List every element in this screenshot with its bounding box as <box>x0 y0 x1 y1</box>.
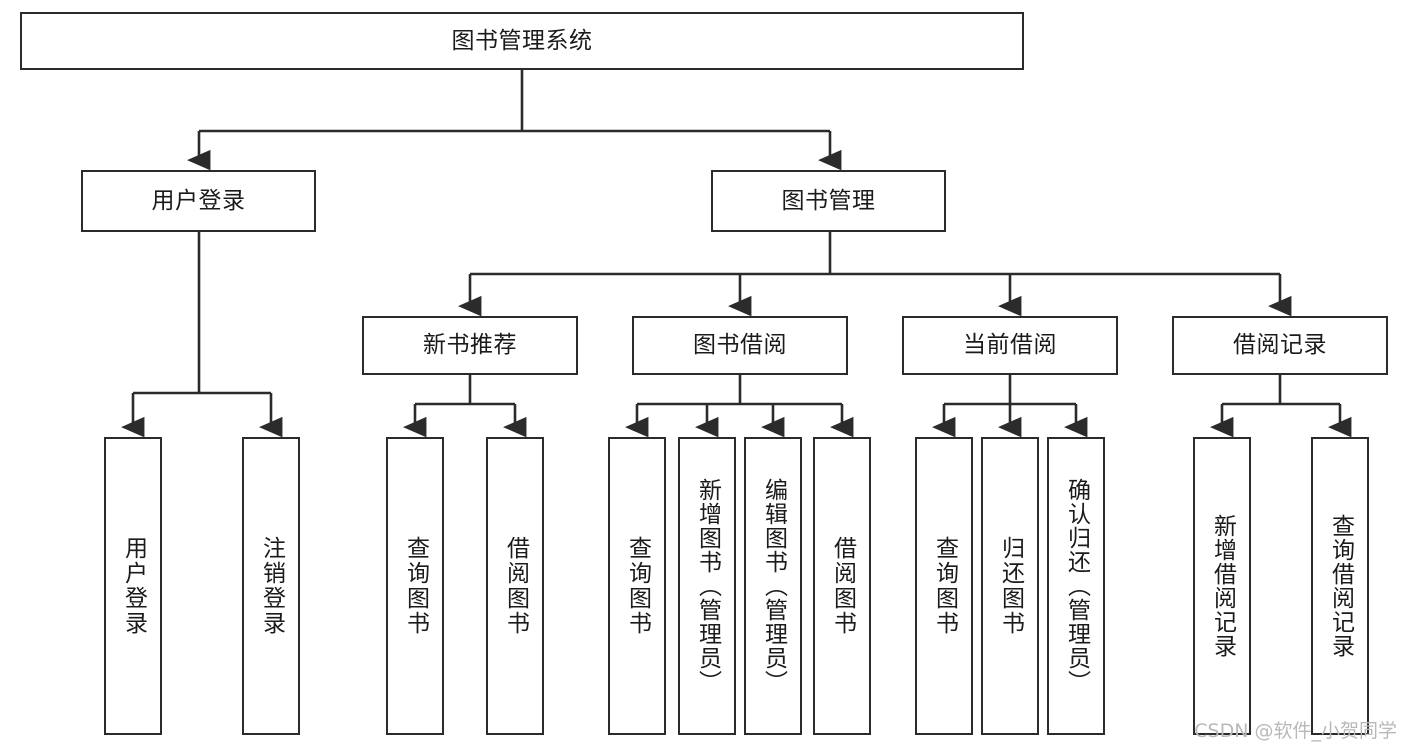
node-leaf-edit-book-label: 编辑图书（管理员） <box>760 478 787 694</box>
node-book-borrow-label: 图书借阅 <box>693 332 787 359</box>
node-borrow-record-label: 借阅记录 <box>1233 332 1327 359</box>
node-borrow-record[interactable]: 借阅记录 <box>1172 316 1388 375</box>
node-leaf-add-book-label: 新增图书（管理员） <box>694 478 721 694</box>
node-leaf-borrow-book-2[interactable]: 借阅图书 <box>813 437 871 735</box>
node-current-borrow[interactable]: 当前借阅 <box>902 316 1118 375</box>
node-root[interactable]: 图书管理系统 <box>20 12 1024 70</box>
node-leaf-query-book-2-label: 查询图书 <box>624 536 651 636</box>
node-leaf-query-book-1-label: 查询图书 <box>402 536 429 636</box>
node-user-login[interactable]: 用户登录 <box>81 170 316 232</box>
node-leaf-confirm-return-label: 确认归还（管理员） <box>1063 478 1090 694</box>
node-leaf-query-book-1[interactable]: 查询图书 <box>386 437 444 735</box>
node-leaf-user-login-label: 用户登录 <box>120 536 147 636</box>
node-leaf-query-book-3-label: 查询图书 <box>931 536 958 636</box>
node-leaf-borrow-book-2-label: 借阅图书 <box>829 536 856 636</box>
node-leaf-confirm-return[interactable]: 确认归还（管理员） <box>1047 437 1105 735</box>
node-new-book-rec-label: 新书推荐 <box>423 332 517 359</box>
node-leaf-query-record-label: 查询借阅记录 <box>1327 514 1354 658</box>
node-book-borrow[interactable]: 图书借阅 <box>632 316 848 375</box>
node-root-label: 图书管理系统 <box>451 27 593 54</box>
node-leaf-add-record[interactable]: 新增借阅记录 <box>1193 437 1251 735</box>
node-leaf-return-book-label: 归还图书 <box>997 536 1024 636</box>
node-leaf-logout-label: 注销登录 <box>258 536 285 636</box>
node-leaf-query-record[interactable]: 查询借阅记录 <box>1311 437 1369 735</box>
node-leaf-edit-book[interactable]: 编辑图书（管理员） <box>744 437 802 735</box>
node-leaf-borrow-book-1[interactable]: 借阅图书 <box>486 437 544 735</box>
node-user-login-label: 用户登录 <box>151 187 246 214</box>
node-leaf-query-book-2[interactable]: 查询图书 <box>608 437 666 735</box>
node-book-manage[interactable]: 图书管理 <box>711 170 946 232</box>
node-leaf-logout[interactable]: 注销登录 <box>242 437 300 735</box>
node-leaf-return-book[interactable]: 归还图书 <box>981 437 1039 735</box>
node-leaf-add-record-label: 新增借阅记录 <box>1209 514 1236 658</box>
node-leaf-borrow-book-1-label: 借阅图书 <box>502 536 529 636</box>
node-leaf-add-book[interactable]: 新增图书（管理员） <box>678 437 736 735</box>
node-leaf-query-book-3[interactable]: 查询图书 <box>915 437 973 735</box>
node-new-book-rec[interactable]: 新书推荐 <box>362 316 578 375</box>
node-leaf-user-login[interactable]: 用户登录 <box>104 437 162 735</box>
node-book-manage-label: 图书管理 <box>781 187 876 214</box>
node-current-borrow-label: 当前借阅 <box>963 332 1057 359</box>
watermark: CSDN @软件_小贺同学 <box>1194 720 1397 742</box>
